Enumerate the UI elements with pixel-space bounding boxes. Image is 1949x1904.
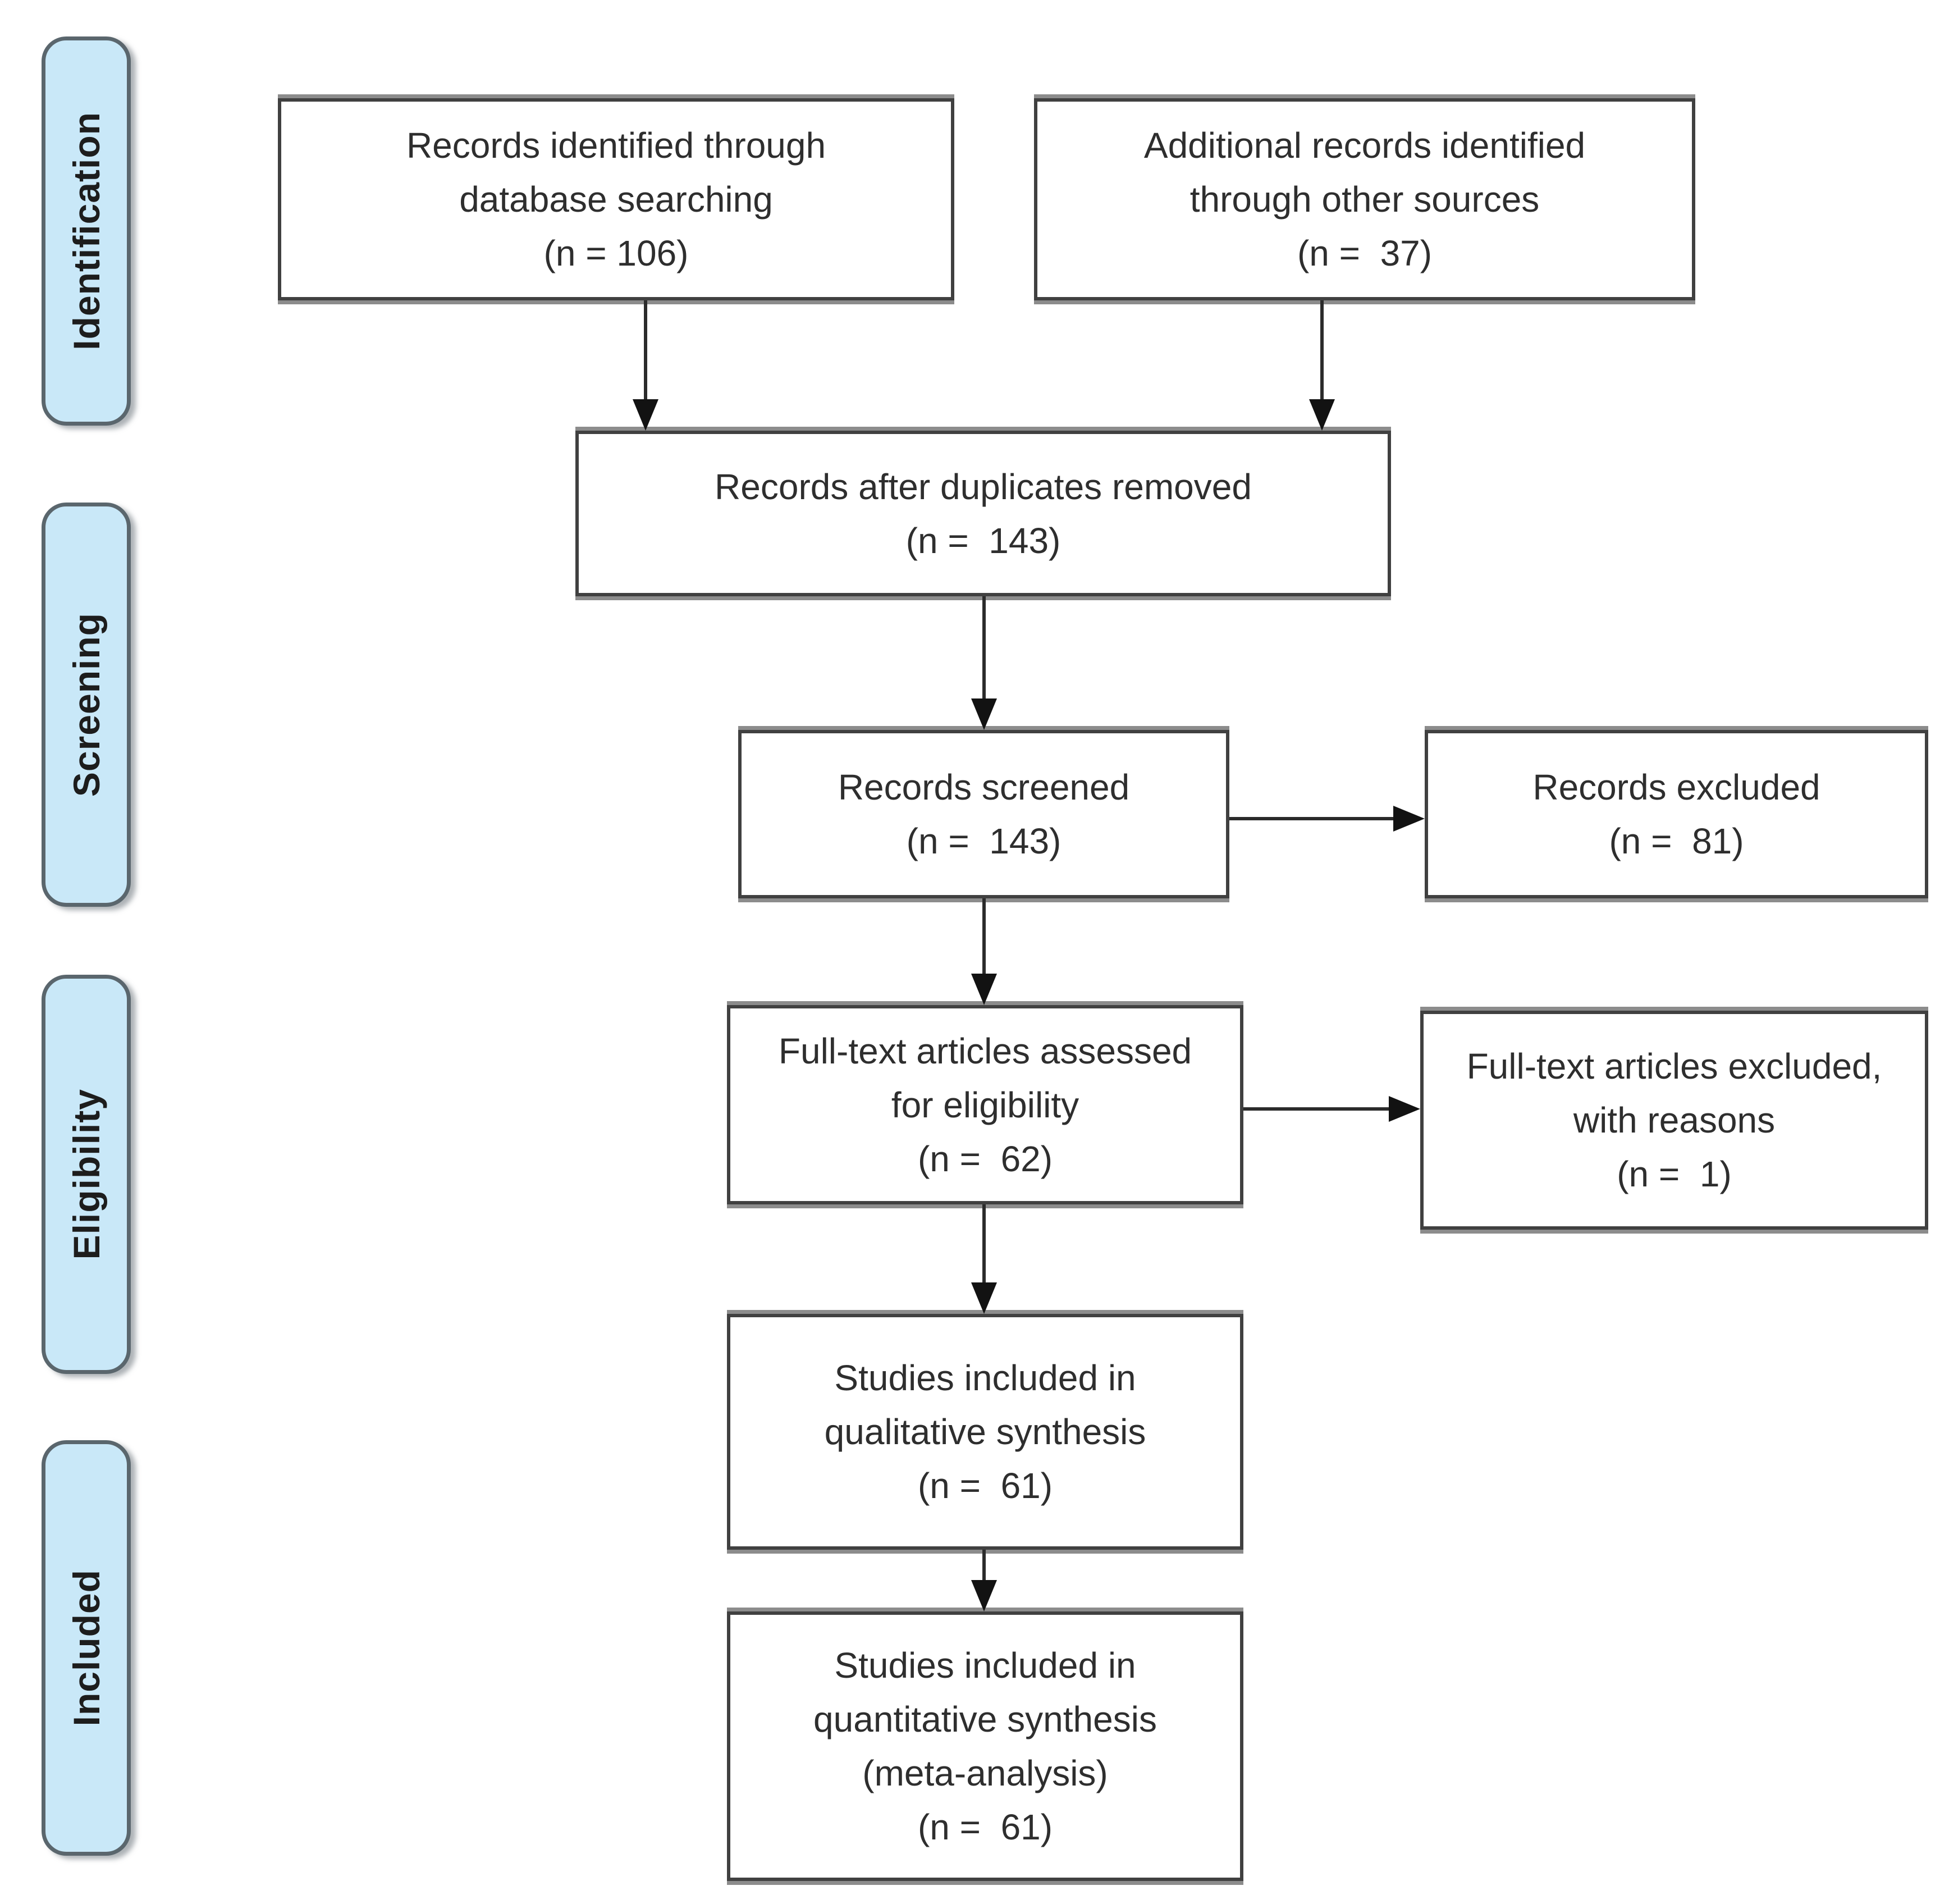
stage-identification: Identification <box>42 36 131 426</box>
connector-qualitative-to-quantitative-line <box>982 1550 986 1581</box>
box-fulltext-excluded-text: Full-text articles excluded, with reason… <box>1466 1046 1882 1194</box>
connector-fulltext-to-qualitative-line <box>982 1204 986 1284</box>
box-records-excluded: Records excluded (n = 81) <box>1425 730 1928 898</box>
stage-eligibility: Eligibility <box>42 975 131 1374</box>
box-records-after-duplicates-text: Records after duplicates removed (n = 14… <box>715 466 1252 561</box>
box-additional-records-other-sources-text: Additional records identified through ot… <box>1143 125 1586 273</box>
box-fulltext-assessed: Full-text articles assessed for eligibil… <box>727 1005 1243 1204</box>
stage-screening-label: Screening <box>65 612 107 797</box>
box-qualitative-synthesis: Studies included in qualitative synthesi… <box>727 1314 1243 1550</box>
connector-screened-to-fulltext-line <box>982 898 986 975</box>
connector-fulltext-to-excluded-arrowhead <box>1389 1096 1420 1122</box>
box-quantitative-synthesis-text: Studies included in quantitative synthes… <box>813 1645 1157 1847</box>
connector-fulltext-to-qualitative-arrowhead <box>971 1282 997 1314</box>
connector-screened-to-fulltext-arrowhead <box>971 974 997 1005</box>
connector-db-to-dedup-line <box>644 300 647 400</box>
connector-fulltext-to-excluded-line <box>1243 1107 1390 1111</box>
connector-dedup-to-screened-line <box>982 596 986 700</box>
box-records-identified-database-text: Records identified through database sear… <box>406 125 826 273</box>
box-qualitative-synthesis-text: Studies included in qualitative synthesi… <box>824 1358 1146 1506</box>
box-additional-records-other-sources: Additional records identified through ot… <box>1034 98 1695 300</box>
connector-screened-to-excluded-arrowhead <box>1393 806 1425 832</box>
connector-other-to-dedup-arrowhead <box>1309 399 1335 431</box>
connector-qualitative-to-quantitative-arrowhead <box>971 1580 997 1611</box>
box-records-screened-text: Records screened (n = 143) <box>838 767 1130 861</box>
stage-included: Included <box>42 1440 131 1856</box>
box-records-excluded-text: Records excluded (n = 81) <box>1532 767 1820 861</box>
stage-eligibility-label: Eligibility <box>65 1089 107 1260</box>
stage-screening: Screening <box>42 503 131 907</box>
connector-screened-to-excluded-line <box>1229 817 1395 820</box>
stage-identification-label: Identification <box>65 112 107 350</box>
box-fulltext-assessed-text: Full-text articles assessed for eligibil… <box>778 1030 1192 1179</box>
box-records-identified-database: Records identified through database sear… <box>278 98 954 300</box>
box-records-screened: Records screened (n = 143) <box>738 730 1229 898</box>
box-fulltext-excluded: Full-text articles excluded, with reason… <box>1420 1011 1928 1230</box>
connector-other-to-dedup-line <box>1320 300 1324 400</box>
connector-dedup-to-screened-arrowhead <box>971 698 997 730</box>
stage-included-label: Included <box>65 1569 107 1727</box>
box-records-after-duplicates: Records after duplicates removed (n = 14… <box>575 431 1391 596</box>
connector-db-to-dedup-arrowhead <box>633 399 658 431</box>
box-quantitative-synthesis: Studies included in quantitative synthes… <box>727 1611 1243 1881</box>
